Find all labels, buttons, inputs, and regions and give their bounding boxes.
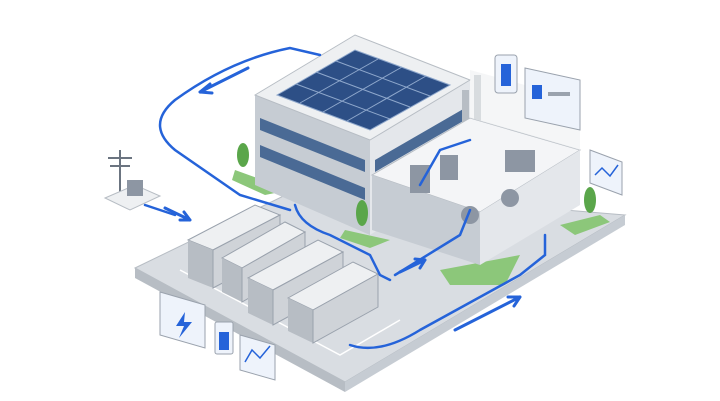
flow-lines	[143, 46, 547, 350]
solar-panel-roof-icon	[275, 49, 452, 131]
dashboard-panel-icon	[524, 67, 581, 131]
battery-status-icon	[494, 54, 518, 94]
flow-arrow-icon	[163, 66, 522, 332]
window-bands	[260, 108, 465, 200]
lightning-panel-icon	[159, 291, 206, 349]
bar-chart-icon	[239, 334, 276, 381]
machinery	[410, 150, 535, 224]
battery-container-icon	[186, 204, 380, 344]
battery-status-icon	[214, 321, 234, 355]
trees	[237, 143, 596, 226]
transformer-icon	[103, 180, 162, 211]
line-chart-icon	[589, 149, 623, 196]
